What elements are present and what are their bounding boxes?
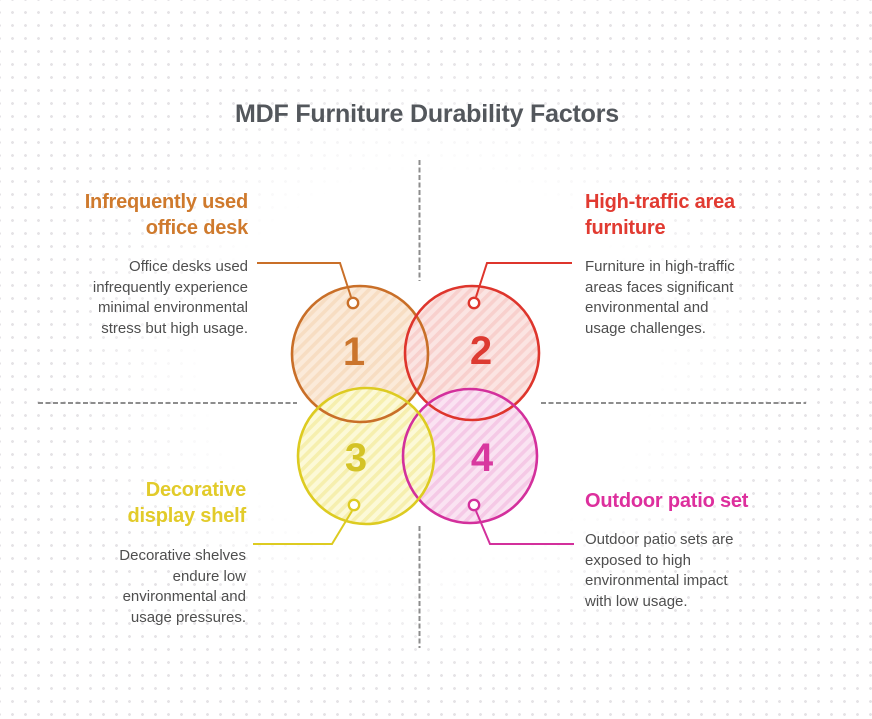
quadrant-3-description: Decorative shelves endure low environmen… xyxy=(119,547,246,626)
quadrant-4-description: Outdoor patio sets are exposed to high e… xyxy=(585,531,734,610)
circle-number-1: 1 xyxy=(343,330,365,374)
circle-fill-4 xyxy=(403,389,537,523)
circle-fill-3 xyxy=(298,388,434,524)
quadrant-3-heading: Decorative display shelf xyxy=(127,479,246,527)
connector-line-4 xyxy=(475,510,574,545)
connector-ring-4 xyxy=(467,498,481,512)
circle-outline-3 xyxy=(296,386,436,526)
quadrant-2-description: Furniture in high-traffic areas faces si… xyxy=(585,258,735,337)
page-title: MDF Furniture Durability Factors xyxy=(235,100,619,128)
quadrant-1-description: Office desks used infrequently experienc… xyxy=(92,258,248,337)
quadrant-1-heading: Infrequently used office desk xyxy=(84,191,248,239)
circle-number-4: 4 xyxy=(471,436,494,480)
connector-line-3 xyxy=(253,510,353,545)
quadrant-4-heading: Outdoor patio set xyxy=(585,490,749,512)
connector-ring-1 xyxy=(346,296,360,310)
circle-number-2: 2 xyxy=(470,329,492,373)
connector-ring-2 xyxy=(467,296,481,310)
circle-outline-4 xyxy=(401,387,539,525)
connector-line-1 xyxy=(257,262,352,298)
circle-fill-1 xyxy=(292,286,428,422)
circle-outline-2 xyxy=(403,284,541,422)
circle-fill-2 xyxy=(405,286,539,420)
connector-line-2 xyxy=(475,262,572,298)
quadrant-2-heading: High-traffic area furniture xyxy=(585,191,735,239)
circle-outline-1 xyxy=(290,284,430,424)
connector-ring-3 xyxy=(347,498,361,512)
circle-number-3: 3 xyxy=(345,436,367,480)
